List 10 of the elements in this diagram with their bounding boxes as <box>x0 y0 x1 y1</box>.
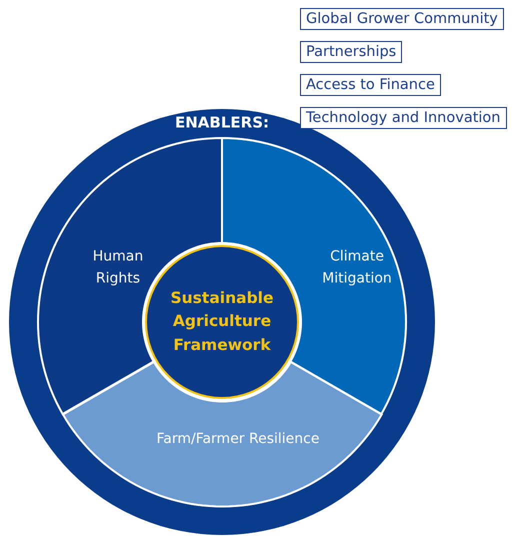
enabler-label: Technology and Innovation <box>300 107 506 129</box>
enabler-label: Partnerships <box>300 41 402 63</box>
ring-heading: ENABLERS: <box>175 112 269 134</box>
enabler-label: Access to Finance <box>300 74 441 96</box>
segment-label: Climate Mitigation <box>321 247 393 288</box>
segment-label: Farm/Farmer Resilience <box>155 430 320 450</box>
segment <box>62 362 382 506</box>
center-label: Sustainable Agriculture Framework <box>169 288 275 356</box>
enabler-label: Global Grower Community <box>300 8 504 30</box>
segment-label: Human Rights <box>92 247 144 288</box>
